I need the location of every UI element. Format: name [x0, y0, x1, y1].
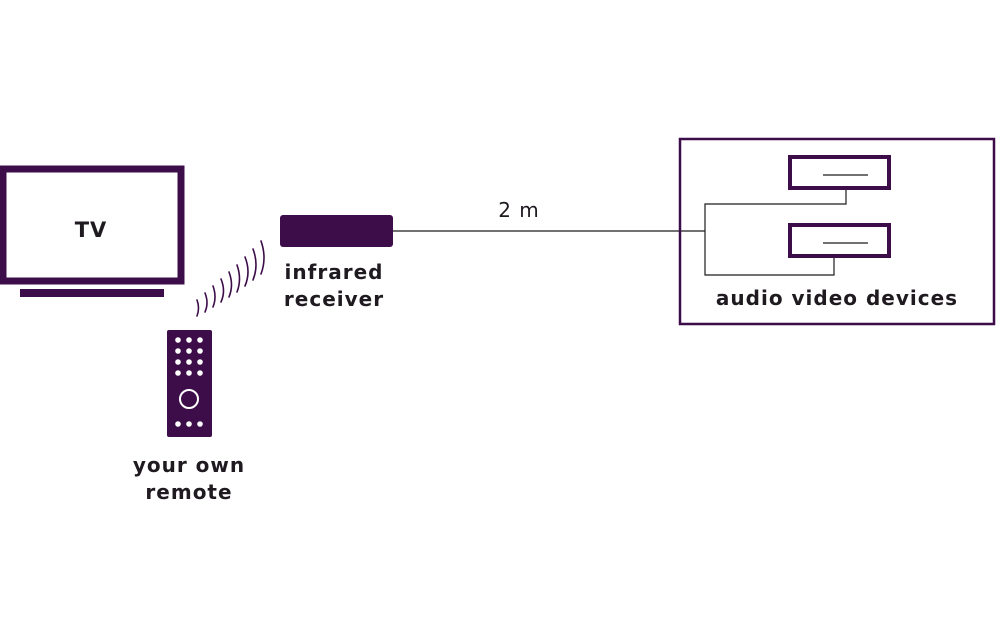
receiver-label-line1: infrared	[285, 260, 384, 284]
av-cable-branch	[704, 186, 847, 276]
remote-label-line1: your own	[133, 453, 245, 477]
infrared-receiver-icon	[280, 215, 393, 247]
av-device-icon	[788, 155, 891, 190]
ir-signal-waves-icon	[196, 240, 265, 317]
av-devices-label: audio video devices	[716, 286, 958, 310]
av-devices-box	[678, 137, 996, 326]
remote-label-line2: remote	[145, 480, 232, 504]
tv-label: TV	[75, 218, 108, 242]
cable-length-label: 2 m	[498, 198, 540, 222]
tv-icon	[0, 165, 185, 297]
av-device-icon	[788, 223, 891, 258]
receiver-label-line2: receiver	[284, 287, 384, 311]
remote-control-icon	[167, 330, 212, 437]
tv-screen-frame	[0, 165, 185, 285]
tv-stand	[20, 289, 164, 297]
